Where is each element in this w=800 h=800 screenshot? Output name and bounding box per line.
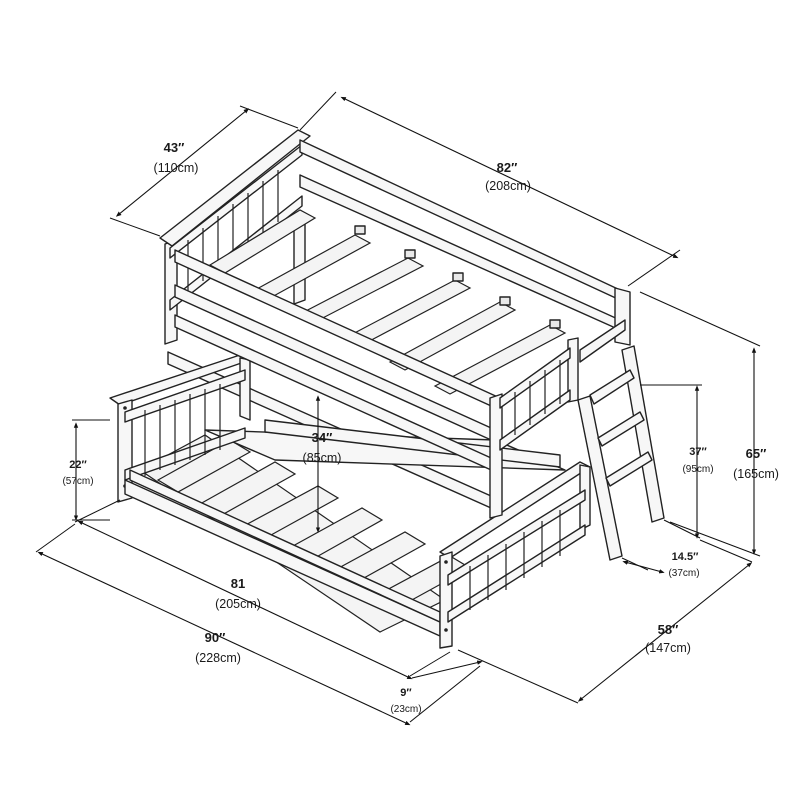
total-depth-cm: (147cm) (645, 641, 691, 655)
top-length-cm: (208cm) (485, 179, 531, 193)
top-width-inches: 43″ (164, 140, 185, 155)
dimension-labels: 43″ (110cm) 82″ (208cm) 65″ (165cm) 37″ … (62, 140, 778, 715)
bottom-left-headboard (109, 354, 251, 503)
ladder (577, 345, 665, 561)
bottom-length-cm: (205cm) (215, 597, 261, 611)
bottom-clearance-inches: 34″ (312, 430, 333, 445)
offset-inches: 9″ (400, 687, 412, 699)
ladder-depth-cm: (37cm) (668, 568, 699, 579)
top-length-inches: 82″ (497, 160, 518, 175)
dimension-lines (35, 91, 761, 726)
ladder-depth-inches: 14.5″ (672, 551, 699, 563)
total-height-cm: (165cm) (733, 467, 779, 481)
offset-cm: (23cm) (390, 704, 421, 715)
overall-length-cm: (228cm) (195, 651, 241, 665)
ladder-height-cm: (95cm) (682, 464, 713, 475)
bottom-length-inches: 81 (231, 576, 245, 591)
top-right-footboard (489, 337, 579, 519)
total-height-inches: 65″ (746, 446, 767, 461)
overall-length-inches: 90″ (205, 630, 226, 645)
ladder-height-inches: 37″ (689, 446, 707, 458)
bottom-rail-height-inches: 22″ (69, 459, 87, 471)
top-width-cm: (110cm) (154, 161, 199, 175)
bottom-right-footboard (439, 461, 591, 649)
bottom-rail-height-cm: (57cm) (62, 476, 93, 487)
bottom-clearance-cm: (85cm) (303, 451, 342, 465)
total-depth-inches: 58″ (658, 622, 679, 637)
